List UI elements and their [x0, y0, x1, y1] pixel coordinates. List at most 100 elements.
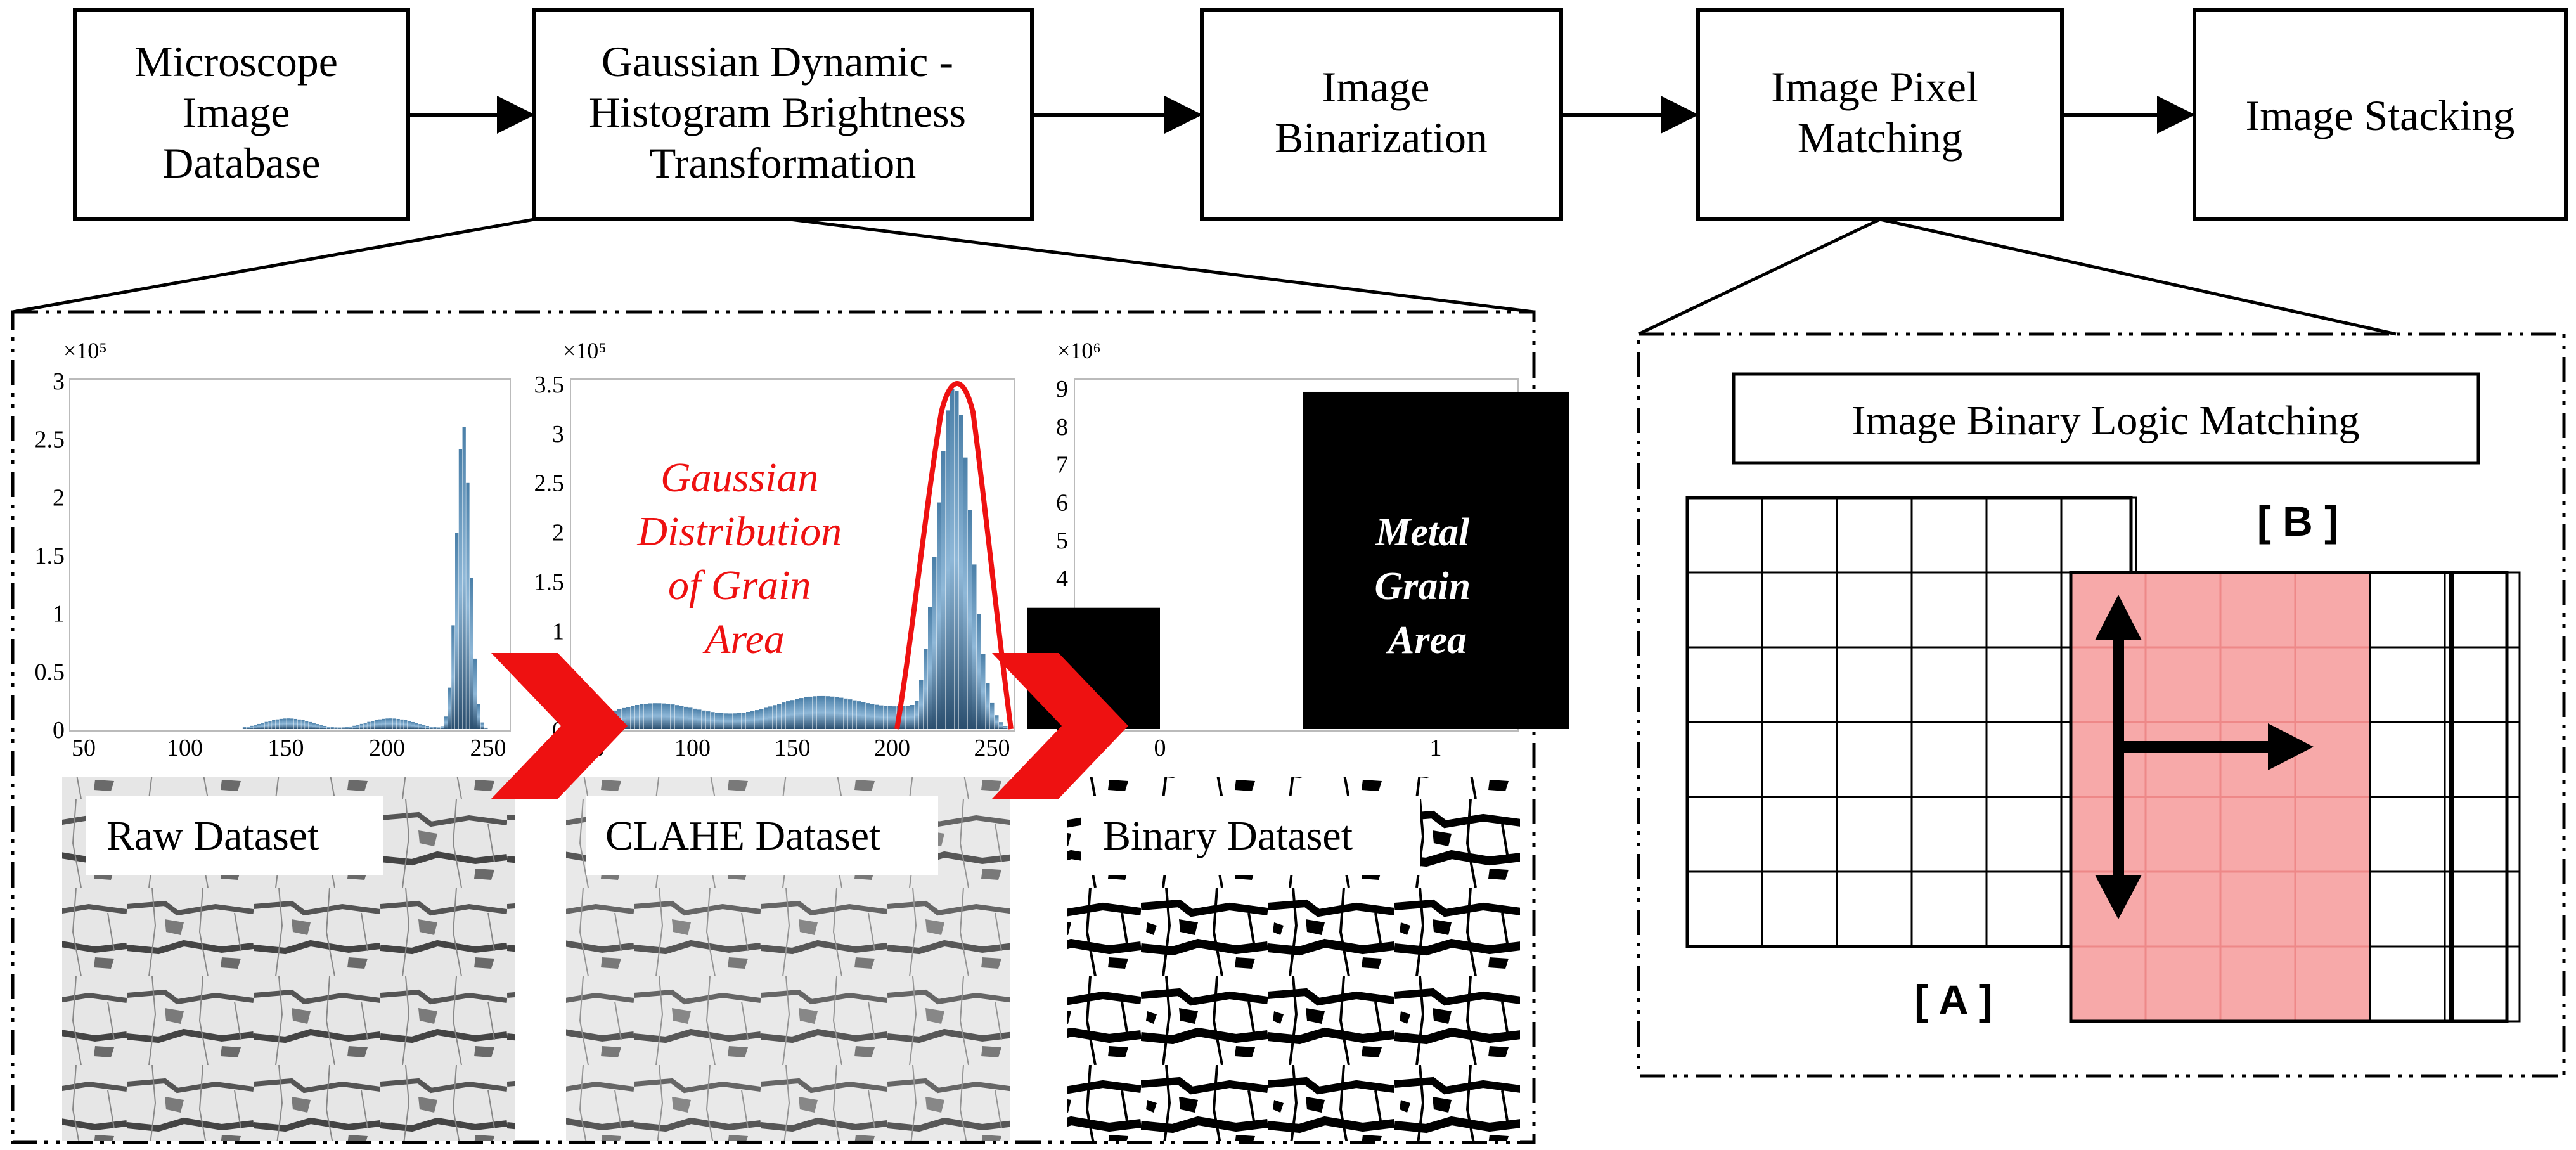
- clahe-bar: [844, 698, 848, 729]
- grid-b-cell: [2294, 796, 2371, 873]
- raw-bar: [484, 727, 488, 729]
- clahe-bar: [764, 707, 768, 729]
- raw-bar: [334, 727, 338, 729]
- grid-b-cell: [2144, 571, 2222, 649]
- raw-bar: [293, 718, 298, 729]
- bar-1: [1303, 391, 1569, 729]
- grid-b-cell: [2144, 646, 2222, 723]
- clahe-bar: [702, 710, 706, 729]
- step-box-microscope: [73, 8, 410, 221]
- grid-a-cell: [1985, 721, 2063, 798]
- grid-a-cell: [1761, 870, 1838, 948]
- step-box-pixel-matching: [1696, 8, 2064, 221]
- grid-a-cell: [1836, 870, 1913, 948]
- raw-bar: [341, 727, 345, 729]
- clahe-bar: [839, 697, 844, 729]
- histogram-clahe-bars: [613, 389, 1008, 729]
- clahe-bar: [804, 697, 808, 729]
- clahe-bar: [817, 695, 821, 729]
- grid-b-cell: [2294, 646, 2371, 723]
- clahe-bar: [688, 707, 693, 729]
- raw-bar: [400, 719, 404, 729]
- binary-xtick: 0: [1154, 735, 1166, 761]
- grid-a-cell: [1761, 796, 1838, 873]
- clahe-bar: [755, 710, 759, 729]
- step-label-microscope: Microscope Image Database: [134, 37, 349, 187]
- clahe-bar: [795, 699, 799, 729]
- raw-bar: [425, 726, 430, 729]
- clahe-bar: [635, 705, 640, 729]
- step-label-gaussian: Gaussian Dynamic - Histogram Brightness …: [589, 37, 977, 187]
- grid-b-cell: [2369, 870, 2446, 948]
- clahe-ytick: 3.5: [534, 371, 565, 398]
- histogram-binary-exponent: ×10⁶: [1057, 338, 1101, 363]
- grid-b-cell: [2294, 571, 2371, 649]
- clahe-bar: [995, 715, 999, 729]
- grid-a-cell: [1836, 646, 1913, 723]
- clahe-bar: [728, 713, 733, 729]
- raw-bar: [382, 718, 385, 729]
- raw-bar: [404, 720, 408, 729]
- raw-bar: [250, 725, 254, 729]
- binary-dataset-label: Binary Dataset: [1103, 813, 1353, 859]
- clahe-bar: [790, 700, 795, 729]
- grid-a-cell: [1686, 870, 1763, 948]
- grid-b-cell: [2219, 796, 2296, 873]
- raw-ytick: 1.5: [35, 543, 65, 569]
- raw-bar: [345, 727, 349, 729]
- raw-bar: [297, 719, 301, 729]
- clahe-bar: [733, 713, 737, 729]
- clahe-bar: [782, 702, 786, 729]
- clahe-bar: [821, 695, 826, 729]
- clahe-bar: [826, 696, 830, 729]
- clahe-bar: [631, 706, 635, 729]
- raw-bar: [312, 723, 316, 729]
- clahe-bar: [786, 701, 790, 729]
- metal-grain-annotation: Metal Grain Area: [1374, 511, 1480, 662]
- arrow-down-icon: [2095, 875, 2142, 919]
- clahe-bar: [906, 706, 910, 729]
- raw-bar: [254, 725, 257, 729]
- raw-ytick: 0.5: [35, 659, 65, 685]
- grid-b-cell: [2070, 646, 2147, 723]
- raw-bar: [290, 718, 294, 729]
- raw-bar: [305, 721, 309, 729]
- detail-panel-right: [1637, 332, 2566, 1078]
- zoom-line-right-a: [1637, 217, 1881, 336]
- raw-bar: [261, 723, 265, 729]
- raw-bar: [411, 721, 415, 729]
- clahe-bar: [990, 702, 995, 729]
- zoom-line-right-b: [1879, 217, 2397, 336]
- zoom-line-left-a: [12, 217, 535, 314]
- clahe-ytick: 1: [552, 618, 564, 645]
- step-label-stacking: Image Stacking: [2246, 91, 2515, 139]
- clahe-bar: [968, 510, 972, 729]
- arrow-right-icon: [2268, 723, 2314, 770]
- grid-b-cell: [2294, 870, 2371, 948]
- clahe-bar: [986, 683, 990, 729]
- clahe-dataset-label: CLAHE Dataset: [605, 813, 880, 859]
- clahe-bar: [813, 696, 817, 729]
- raw-bar: [378, 719, 382, 729]
- gaussian-annotation: Gaussian Distribution of Grain Area: [636, 455, 852, 662]
- raw-bar: [257, 723, 261, 729]
- raw-xtick: 200: [369, 735, 405, 761]
- grid-a-cell: [1836, 721, 1913, 798]
- clahe-bar: [941, 451, 946, 729]
- raw-bar: [444, 716, 448, 729]
- raw-bar: [359, 723, 364, 729]
- clahe-bar: [750, 711, 755, 729]
- clahe-bar: [657, 703, 662, 729]
- clahe-bar: [679, 706, 684, 729]
- grid-a-cell: [1910, 870, 1988, 948]
- grid-b-cell: [2144, 796, 2222, 873]
- raw-bar: [356, 725, 360, 729]
- binary-ytick: 9: [1056, 376, 1068, 403]
- grid-a-cell: [1686, 721, 1763, 798]
- clahe-bar: [830, 696, 835, 729]
- grid-b-cell: [2219, 870, 2296, 948]
- chevron-right-icon-2: [992, 653, 1128, 799]
- raw-bar: [385, 718, 389, 729]
- clahe-bar: [799, 698, 804, 729]
